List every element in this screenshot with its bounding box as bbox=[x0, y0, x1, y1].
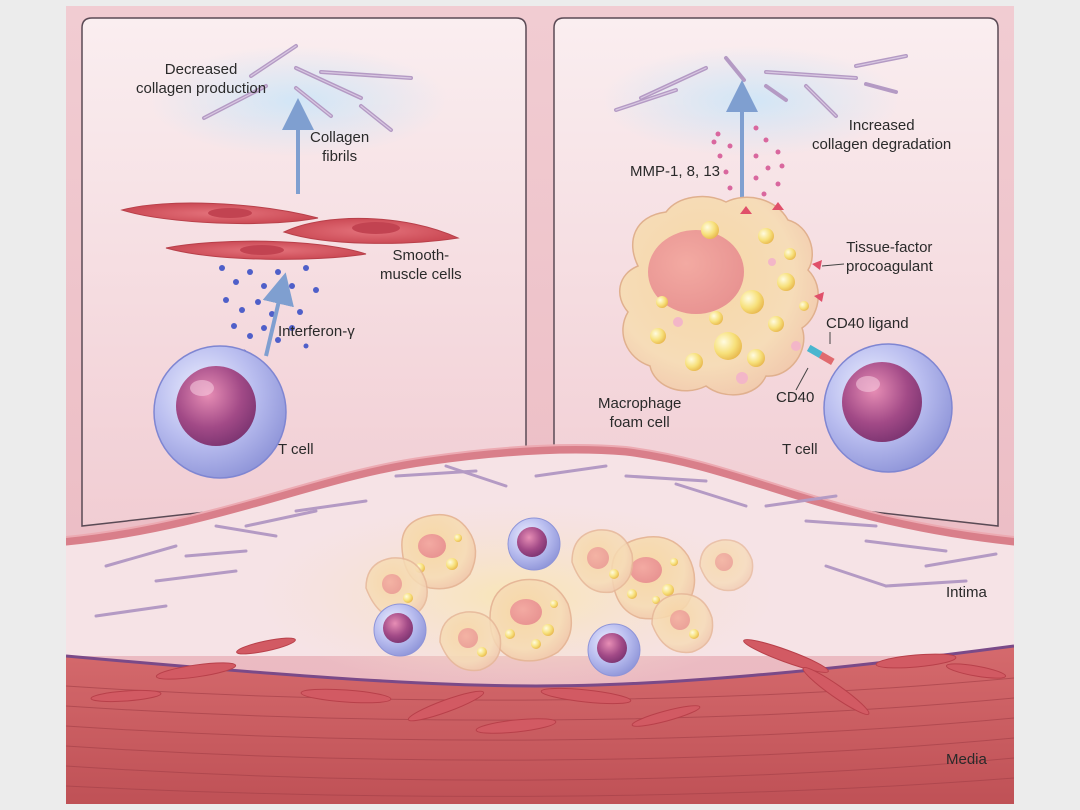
plaque-t-cells bbox=[373, 517, 641, 677]
plaque-foam-cells bbox=[365, 513, 754, 672]
label-intima: Intima bbox=[946, 584, 987, 601]
label-decreased-collagen: Decreased collagen production bbox=[136, 61, 267, 97]
label-mmp: MMP-1, 8, 13 bbox=[630, 163, 721, 180]
diagram-canvas bbox=[66, 6, 1014, 804]
cd40-leader bbox=[795, 367, 809, 391]
interferon-arrow bbox=[262, 272, 294, 357]
label-cd40: CD40 bbox=[776, 389, 815, 406]
smooth-muscle-cells-left bbox=[120, 202, 460, 260]
tissue-factor-markers bbox=[812, 260, 824, 302]
label-increased-degradation: Increased collagen degradation bbox=[812, 117, 952, 153]
elastic-lamina bbox=[66, 644, 1014, 688]
mmp-dots bbox=[711, 125, 785, 197]
label-collagen-fibrils: Collagen fibrils bbox=[310, 129, 370, 165]
intima-collagen bbox=[94, 464, 998, 618]
label-media: Media bbox=[946, 751, 987, 768]
label-t-cell-right: T cell bbox=[782, 441, 818, 458]
label-macrophage-foam-cell: Macrophage foam cell bbox=[598, 395, 682, 431]
cd40-ligand-complex bbox=[806, 344, 835, 365]
label-t-cell-left: T cell bbox=[278, 441, 314, 458]
endothelium-highlight bbox=[66, 444, 1014, 538]
mmp-receptors bbox=[740, 202, 784, 214]
macrophage-foam-cell bbox=[619, 195, 819, 396]
t-cell-left bbox=[153, 345, 287, 479]
diagram-figure: Decreased collagen production Collagen f… bbox=[66, 6, 1014, 804]
label-tissue-factor: Tissue-factor procoagulant bbox=[846, 239, 933, 275]
label-smooth-muscle-cells: Smooth- muscle cells bbox=[380, 247, 462, 283]
media-smooth-muscle-cells bbox=[90, 637, 1007, 734]
tissue-factor-leader bbox=[821, 263, 845, 267]
t-cell-right bbox=[823, 343, 953, 473]
label-cd40-ligand: CD40 ligand bbox=[826, 315, 909, 332]
label-interferon-gamma: Interferon-γ bbox=[278, 323, 355, 340]
